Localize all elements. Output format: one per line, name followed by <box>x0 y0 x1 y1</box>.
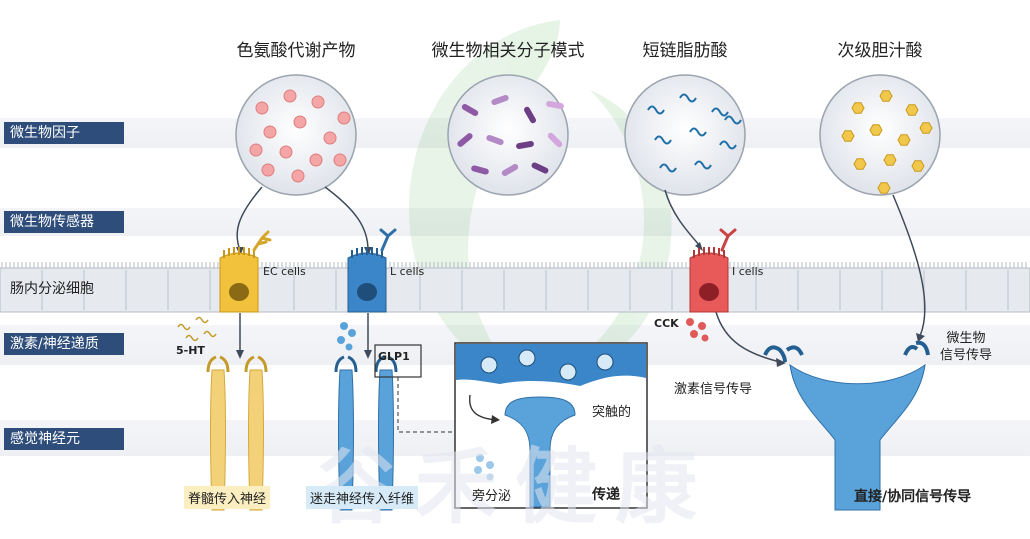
serotonin-label: 5-HT <box>176 344 205 357</box>
arrow-scfa-i <box>664 189 701 247</box>
bile-circle <box>819 74 941 196</box>
glp1-molecules <box>337 322 356 351</box>
vagal-afferent-neurons <box>334 355 398 511</box>
arrow-mamp-l <box>324 186 369 251</box>
l-cell <box>347 228 397 313</box>
cck-label: CCK <box>654 317 679 330</box>
row-label-hormones: 激素/神经递质 <box>4 333 124 355</box>
ec-cell-label: EC cells <box>263 265 306 278</box>
arrow-bile-receptor <box>892 194 926 337</box>
epithelium <box>0 262 1030 313</box>
vagal-afferent-label: 迷走神经传入纤维 <box>306 486 419 509</box>
glp1-label: GLP1 <box>378 350 410 363</box>
serotonin-molecules <box>177 316 217 342</box>
synapse-inset <box>454 342 648 509</box>
paracrine-label: 旁分泌 <box>472 489 512 504</box>
row-label-sensors: 微生物传感器 <box>4 211 124 233</box>
row-label-factors: 微生物因子 <box>4 122 124 144</box>
scfa-squiggles <box>647 93 742 173</box>
i-cell <box>689 228 737 313</box>
arrow-trp-ec <box>236 186 263 251</box>
row-label-neurons: 感觉神经元 <box>4 428 124 450</box>
mamp-microbes <box>457 94 564 176</box>
l-cell-label: L cells <box>390 265 425 278</box>
bile-hexagons <box>841 90 933 194</box>
arrow-cck-hormone <box>715 311 781 363</box>
i-cell-label: I cells <box>732 265 764 278</box>
scfa-circle <box>624 74 746 196</box>
column-title-bile: 次级胆汁酸 <box>837 41 923 61</box>
watermark-text: 谷禾健康 <box>315 440 716 535</box>
band-sensors <box>0 208 1030 236</box>
column-title-mamp: 微生物相关分子模式 <box>431 41 585 61</box>
microbe-signal-label: 微生物 信号传导 <box>940 331 993 363</box>
synapse-label: 突触的 <box>592 405 632 420</box>
ec-cell <box>219 230 272 313</box>
inset-dashed-line <box>397 377 455 433</box>
row-label-eec: 肠内分泌细胞 <box>10 281 94 297</box>
transmission-label: 传递 <box>592 487 620 503</box>
direct-signal-label: 直接/协同信号传导 <box>854 489 972 505</box>
column-title-trp: 色氨酸代谢产物 <box>236 41 356 61</box>
spinal-afferent-neurons <box>206 355 268 511</box>
direct-signal-neuron <box>763 340 930 511</box>
trp-dots <box>249 89 351 183</box>
spinal-afferent-label: 脊髓传入神经 <box>184 486 271 509</box>
cck-molecules <box>686 318 709 342</box>
column-title-scfa: 短链脂肪酸 <box>642 41 728 61</box>
hormone-signal-label: 激素信号传导 <box>674 382 753 397</box>
